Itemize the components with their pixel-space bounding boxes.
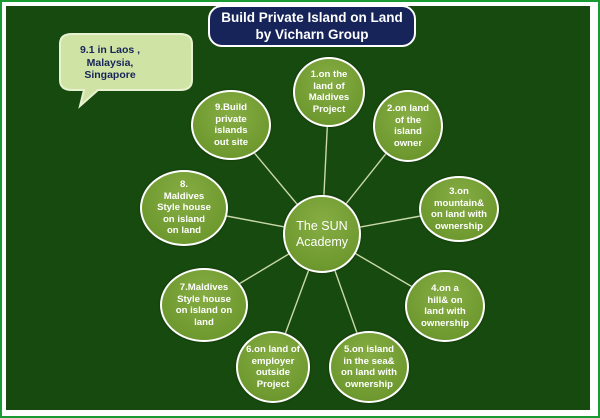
node-2-line-2: of the (394, 114, 422, 126)
node-6-line-3: outside (255, 367, 291, 378)
title-line-2: by Vicharn Group (255, 27, 369, 42)
node-3-line-3: on land with (431, 209, 487, 220)
node-2: 2.on land of the island owner (373, 90, 443, 162)
node-9-line-1: 9.Build (215, 102, 247, 113)
center-line-1: The SUN (296, 219, 348, 233)
node-6-line-4: Project (256, 378, 290, 390)
node-7-line-3: on island on (175, 305, 233, 316)
node-8-line-2: Maldives (163, 190, 205, 202)
node-1-line-4: Project (312, 103, 346, 115)
node-1-line-2: land of (313, 80, 345, 92)
title-line-1: Build Private Island on Land (221, 10, 403, 25)
callout-line-1: 9.1 in Laos , (79, 44, 141, 57)
node-1: 1.on the land of Maldives Project (293, 57, 365, 127)
node-2-line-4: owner (393, 137, 423, 149)
callout-line-2: Malaysia, (86, 56, 134, 69)
node-8-line-1: 8. (179, 179, 188, 191)
node-9-line-3: islands (214, 125, 248, 136)
node-9-line-4: out site (213, 136, 249, 148)
node-7: 7.Maldives Style house on island on land (160, 268, 248, 342)
node-1-line-1: 1.on the (310, 69, 348, 80)
node-6-line-2: employer (251, 355, 295, 367)
node-4: 4.on a hill& on land with ownership (405, 270, 485, 342)
node-8: 8. Maldives Style house on island on lan… (140, 170, 228, 246)
node-5: 5.on island in the sea& on land with own… (329, 331, 409, 403)
node-6-line-1: 6.on land of (246, 344, 300, 355)
node-8-line-3: Style house (157, 202, 211, 214)
node-4-line-1: 4.on a (431, 283, 459, 294)
node-4-line-3: land with (424, 306, 466, 317)
node-2-line-3: island (394, 126, 422, 137)
node-5-line-1: 5.on island (343, 344, 395, 355)
node-9-line-2: private (215, 113, 247, 125)
node-3-line-4: ownership (435, 220, 483, 232)
callout-bubble (59, 33, 193, 109)
node-3: 3.on mountain& on land with ownership (419, 176, 499, 242)
node-5-line-4: ownership (345, 378, 393, 390)
node-3-line-1: 3.on (449, 186, 469, 197)
node-1-line-3: Maldives (308, 92, 350, 103)
diagram-title: Build Private Island on Land by Vicharn … (208, 5, 416, 47)
node-3-line-2: mountain& (433, 197, 485, 209)
node-4-line-2: hill& on (427, 294, 463, 306)
center-node: The SUN Academy (283, 195, 361, 273)
node-7-line-4: land (194, 316, 214, 328)
node-9: 9.Build private islands out site (191, 90, 271, 160)
node-5-line-3: on land with (341, 367, 397, 378)
callout-text: 9.1 in Laos , Malaysia, Singapore (50, 42, 170, 84)
node-2-line-1: 2.on land (386, 103, 430, 114)
callout-line-3: Singapore (84, 69, 136, 82)
node-6: 6.on land of employer outside Project (236, 331, 310, 403)
center-line-2: Academy (295, 235, 349, 249)
node-7-line-1: 7.Maldives (179, 282, 229, 293)
node-8-line-4: on island (162, 213, 206, 225)
node-5-line-2: in the sea& (343, 355, 395, 367)
node-4-line-4: ownership (421, 317, 469, 329)
node-7-line-2: Style house (177, 293, 231, 305)
node-8-line-5: on land (166, 225, 202, 237)
